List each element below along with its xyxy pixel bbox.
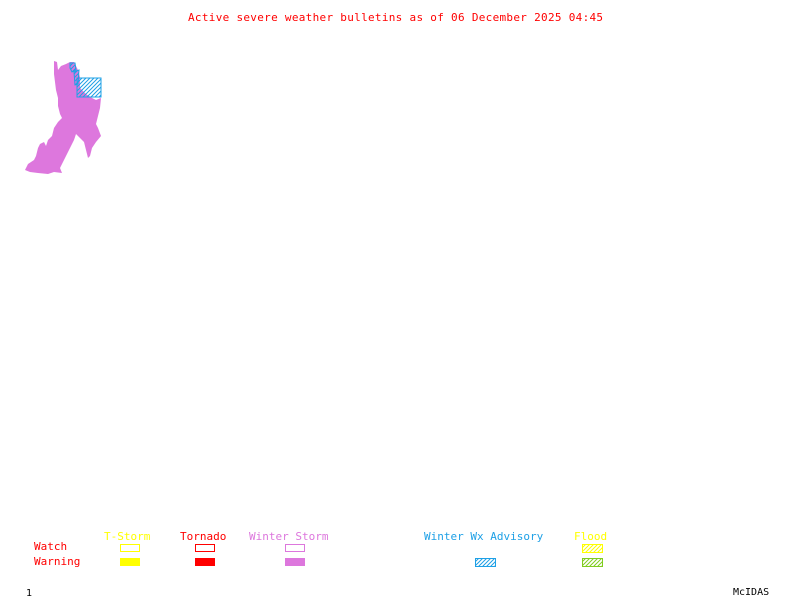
tornado-warning-swatch	[195, 558, 215, 566]
flood-warning-swatch	[582, 558, 603, 567]
brand-label: McIDAS	[733, 587, 770, 598]
winter-wx-advisory-area[interactable]	[76, 77, 102, 98]
legend-tstorm-label: T-Storm	[104, 530, 151, 543]
legend-winter-storm-label: Winter Storm	[249, 530, 329, 543]
legend-winter-wx-advisory-label: Winter Wx Advisory	[424, 530, 544, 543]
tstorm-watch-swatch	[120, 544, 140, 552]
winter-storm-warning-area[interactable]	[25, 61, 101, 174]
legend-tornado-label: Tornado	[180, 530, 227, 543]
legend-warning-label: Warning	[34, 555, 81, 568]
winter-wx-advisory-area-small[interactable]	[69, 62, 77, 73]
tstorm-warning-swatch	[120, 558, 140, 566]
winter-storm-warning-swatch	[285, 558, 305, 566]
bulletin-title: Active severe weather bulletins as of 06…	[188, 11, 604, 24]
flood-watch-swatch	[582, 544, 603, 553]
page-number: 1	[26, 588, 33, 599]
legend-watch-label: Watch	[34, 540, 68, 553]
winter-storm-watch-swatch	[285, 544, 305, 552]
legend-flood-label: Flood	[574, 530, 608, 543]
winter-wx-advisory-area-edge[interactable]	[73, 69, 80, 86]
tornado-watch-swatch	[195, 544, 215, 552]
winter-wx-advisory-swatch	[475, 558, 496, 567]
